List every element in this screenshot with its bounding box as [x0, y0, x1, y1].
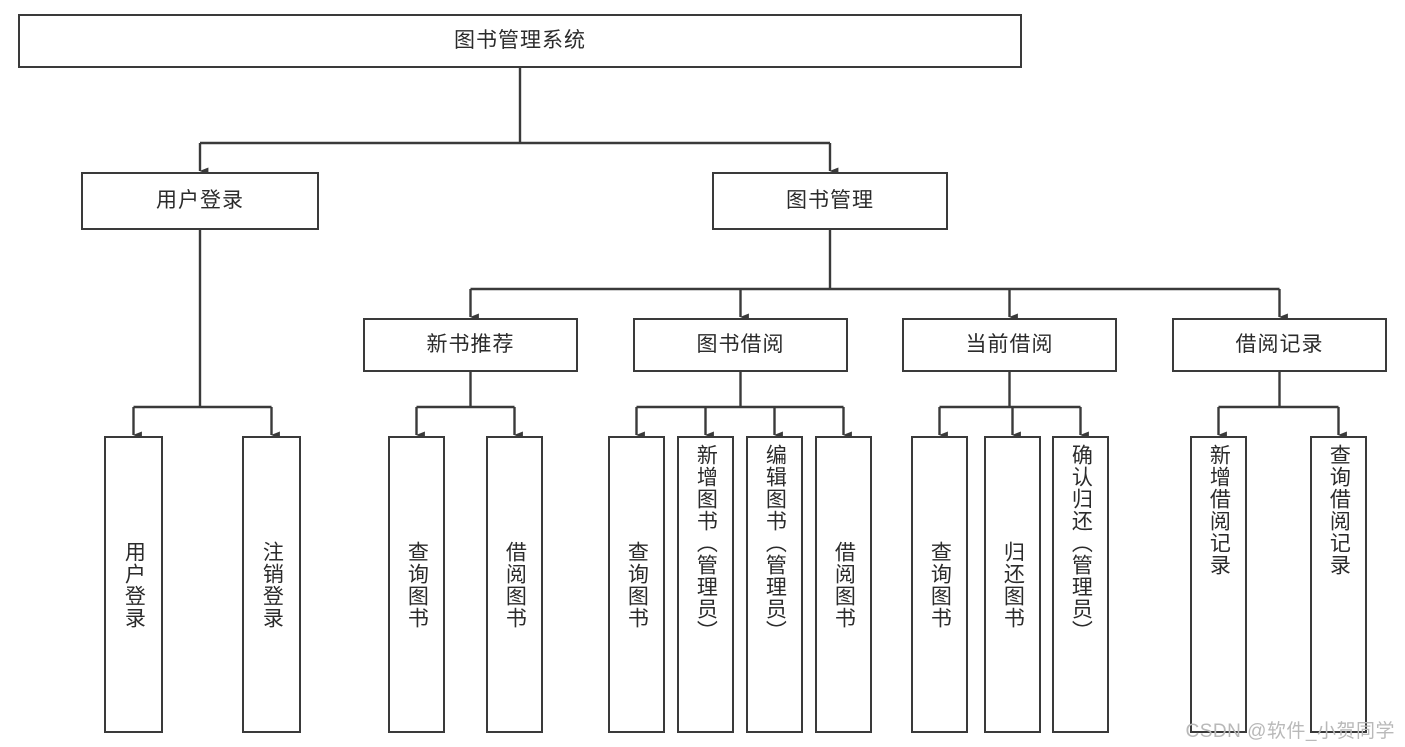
node-label-l-borrowbook1: 借阅图书 — [503, 540, 527, 629]
node-label-root: 图书管理系统 — [454, 28, 586, 52]
node-root[interactable]: 图书管理系统 — [18, 14, 1022, 68]
node-label-l-logout: 注销登录 — [260, 540, 284, 629]
node-l-queryrecord[interactable]: 查询借阅记录 — [1310, 436, 1367, 733]
node-label-l-querybook3: 查询图书 — [928, 540, 952, 629]
node-label-records: 借阅记录 — [1235, 332, 1324, 356]
node-label-l-querybook2: 查询图书 — [625, 540, 649, 629]
node-label-bookmgmt: 图书管理 — [786, 188, 874, 212]
node-l-addrecord[interactable]: 新增借阅记录 — [1190, 436, 1247, 733]
node-label-l-returnbook: 归还图书 — [1001, 540, 1025, 629]
node-current[interactable]: 当前借阅 — [902, 318, 1117, 372]
node-label-l-addbook: 新增图书（管理员） — [694, 444, 718, 642]
node-l-addbook[interactable]: 新增图书（管理员） — [677, 436, 734, 733]
node-label-newbook: 新书推荐 — [426, 332, 515, 356]
node-records[interactable]: 借阅记录 — [1172, 318, 1387, 372]
node-label-l-confirm: 确认归还（管理员） — [1069, 444, 1093, 642]
node-l-borrowbook1[interactable]: 借阅图书 — [486, 436, 543, 733]
node-label-l-userlogin: 用户登录 — [122, 540, 146, 629]
node-l-confirm[interactable]: 确认归还（管理员） — [1052, 436, 1109, 733]
node-label-l-editbook: 编辑图书（管理员） — [763, 444, 787, 642]
node-l-logout[interactable]: 注销登录 — [242, 436, 301, 733]
node-label-l-borrowbook2: 借阅图书 — [832, 540, 856, 629]
node-l-returnbook[interactable]: 归还图书 — [984, 436, 1041, 733]
node-newbook[interactable]: 新书推荐 — [363, 318, 578, 372]
node-bookmgmt[interactable]: 图书管理 — [712, 172, 948, 230]
node-label-current: 当前借阅 — [965, 332, 1054, 356]
node-label-login: 用户登录 — [156, 188, 244, 212]
node-l-querybook3[interactable]: 查询图书 — [911, 436, 968, 733]
node-l-querybook2[interactable]: 查询图书 — [608, 436, 665, 733]
node-l-querybook1[interactable]: 查询图书 — [388, 436, 445, 733]
node-borrow[interactable]: 图书借阅 — [633, 318, 848, 372]
node-label-borrow: 图书借阅 — [696, 332, 785, 356]
node-l-borrowbook2[interactable]: 借阅图书 — [815, 436, 872, 733]
watermark-text: CSDN @软件_小贺同学 — [1185, 721, 1395, 742]
node-label-l-queryrecord: 查询借阅记录 — [1327, 444, 1351, 576]
node-label-l-addrecord: 新增借阅记录 — [1207, 444, 1231, 576]
node-login[interactable]: 用户登录 — [81, 172, 319, 230]
node-l-editbook[interactable]: 编辑图书（管理员） — [746, 436, 803, 733]
node-l-userlogin[interactable]: 用户登录 — [104, 436, 163, 733]
node-label-l-querybook1: 查询图书 — [405, 540, 429, 629]
